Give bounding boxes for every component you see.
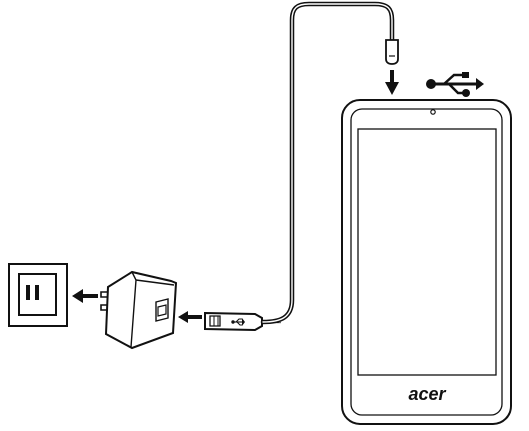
usb-icon bbox=[426, 72, 484, 97]
adapter-arrow bbox=[178, 311, 202, 323]
charging-cable bbox=[260, 1, 395, 325]
front-camera bbox=[430, 109, 436, 115]
usb-plug-tablet-end bbox=[385, 39, 399, 65]
connect-arrow-down bbox=[385, 70, 399, 95]
tablet-brand-logo: acer bbox=[408, 384, 446, 404]
wall-outlet bbox=[8, 263, 68, 327]
tablet-device: acer bbox=[341, 99, 512, 425]
power-adapter bbox=[100, 270, 178, 350]
plug-in-arrow-left bbox=[72, 289, 98, 303]
